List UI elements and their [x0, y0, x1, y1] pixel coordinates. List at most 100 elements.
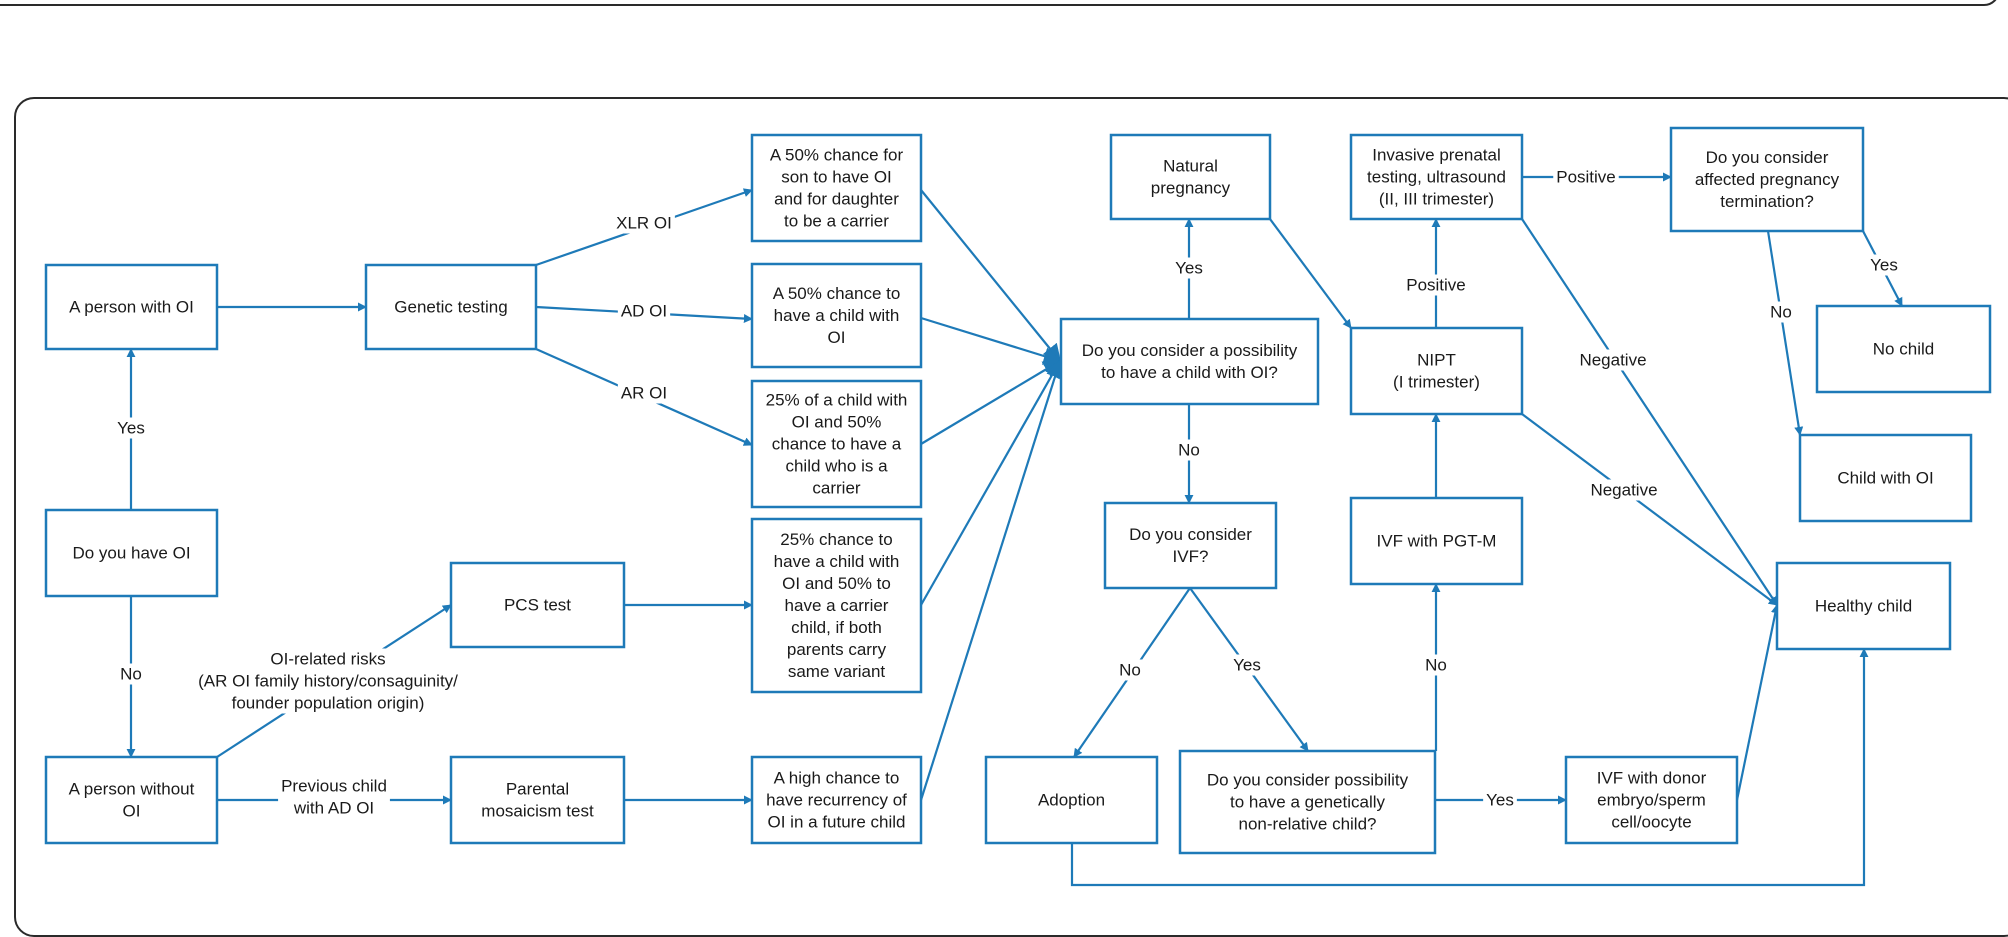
edge-label-text: Yes: [1175, 259, 1203, 278]
edge-label-text: No: [1119, 661, 1141, 680]
node-text-line: child who is a: [785, 457, 888, 476]
edge-label-background: [1587, 479, 1661, 501]
node-text-line: A person with OI: [69, 298, 194, 317]
edge-label-background: [1230, 654, 1264, 676]
node-text-line: chance to have a: [772, 435, 902, 454]
node-box: [449, 755, 626, 845]
node-text-line: OI in a future child: [768, 813, 906, 832]
edge-label-background: [613, 212, 675, 234]
node-box: [44, 263, 219, 351]
node-box: [44, 508, 219, 598]
node-box: [1349, 496, 1524, 586]
edge-label-background: [1767, 301, 1795, 323]
edge-label-yes-donor: Yes: [1483, 789, 1517, 811]
node-text-line: Do you consider a possibility: [1082, 341, 1298, 360]
node-text-line: Do you consider possibility: [1207, 771, 1409, 790]
node-text-line: same variant: [788, 662, 886, 681]
node-box: [1669, 126, 1865, 233]
node-text-line: Natural: [1163, 157, 1218, 176]
edge-label-background: [617, 300, 671, 322]
node-text-line: Healthy child: [1815, 597, 1912, 616]
node-text-line: Do you consider: [1129, 525, 1252, 544]
edge-label-text: XLR OI: [616, 214, 672, 233]
edge-label-background: [278, 775, 390, 819]
node-genetic-testing: Genetic testing: [364, 263, 538, 351]
edge-label-background: [1172, 257, 1206, 279]
node-text-line: child, if both: [791, 618, 882, 637]
edge-label-background: [1867, 254, 1901, 276]
node-box: [1815, 304, 1992, 394]
edge-label-background: [1116, 659, 1144, 681]
edge-label-background: [1403, 274, 1469, 296]
node-box: [1564, 755, 1739, 845]
node-text-line: have recurrency of: [766, 791, 907, 810]
node-box: [449, 561, 626, 649]
node-child-with-oi: Child with OI: [1798, 433, 1973, 523]
edge-label-no-termination: No: [1767, 301, 1795, 323]
node-text-line: IVF with donor: [1597, 769, 1707, 788]
edge-arrow: [920, 359, 1061, 606]
node-no-child: No child: [1815, 304, 1992, 394]
node-text-line: parents carry: [787, 640, 887, 659]
node-text-line: Child with OI: [1837, 469, 1933, 488]
node-text-line: termination?: [1720, 192, 1814, 211]
edge-arrow: [1735, 604, 1780, 801]
edge-label-text: Yes: [117, 419, 145, 438]
node-text-line: mosaicism test: [481, 802, 594, 821]
node-nipt: NIPT(I trimester): [1349, 326, 1524, 416]
node-text-line: NIPT: [1417, 351, 1456, 370]
node-box: [1349, 133, 1524, 221]
edge-label-text: AR OI: [621, 384, 667, 403]
node-box: [750, 517, 923, 694]
edge-label-text: OI-related risks: [270, 650, 385, 669]
node-text-line: A high chance to: [774, 769, 900, 788]
node-text-line: have a child with: [774, 306, 900, 325]
node-text-line: to be a carrier: [784, 212, 889, 231]
node-text-line: IVF with PGT-M: [1377, 532, 1497, 551]
edge-arrow: [919, 359, 1064, 801]
node-text-line: 25% chance to: [780, 530, 892, 549]
node-text-line: have a child with: [774, 552, 900, 571]
edge-label-text: No: [120, 665, 142, 684]
edge-label-oi-related-risks: OI-related risks(AR OI family history/co…: [195, 648, 462, 714]
node-box: [1798, 433, 1973, 523]
edge-label-background: [1422, 654, 1450, 676]
edge-arrow: [1070, 648, 1869, 887]
node-do-you-have-oi: Do you have OI: [44, 508, 219, 598]
edge-arrow: [920, 316, 1062, 365]
edge-arrow: [1766, 230, 1804, 436]
edge-arrow: [1269, 218, 1352, 329]
edge-label-text: Yes: [1486, 791, 1514, 810]
edge-label-ad-oi: AD OI: [617, 300, 671, 322]
edge-label-text: founder population origin): [232, 694, 425, 713]
edge-label-xlr-oi: XLR OI: [613, 212, 675, 234]
edge-label-text: Yes: [1233, 656, 1261, 675]
edge-label-no-nonrelative: No: [1422, 654, 1450, 676]
edge-label-positive-nipt: Positive: [1403, 274, 1469, 296]
node-text-line: Do you have OI: [72, 544, 190, 563]
edge-label-text: Negative: [1579, 351, 1646, 370]
edge-label-no-have-oi: No: [117, 663, 145, 685]
edge-label-text: No: [1425, 656, 1447, 675]
node-box: [1349, 326, 1524, 416]
oi-flowchart: A person with OI Do you have OI A person w…: [44, 126, 1992, 887]
node-box: [750, 755, 923, 845]
node-text-line: OI and 50% to: [782, 574, 891, 593]
edge-label-background: [114, 417, 148, 439]
edge-label-ar-oi: AR OI: [617, 382, 671, 404]
node-text-line: carrier: [812, 479, 861, 498]
node-box: [750, 133, 923, 243]
node-text-line: Do you consider: [1706, 148, 1829, 167]
node-text-line: to have a genetically: [1230, 793, 1385, 812]
node-text-line: son to have OI: [781, 168, 892, 187]
edge-label-background: [195, 648, 462, 714]
edge-label-negative-nipt: Negative: [1587, 479, 1661, 501]
edge-arrow: [920, 360, 1062, 445]
node-text-line: pregnancy: [1151, 179, 1231, 198]
